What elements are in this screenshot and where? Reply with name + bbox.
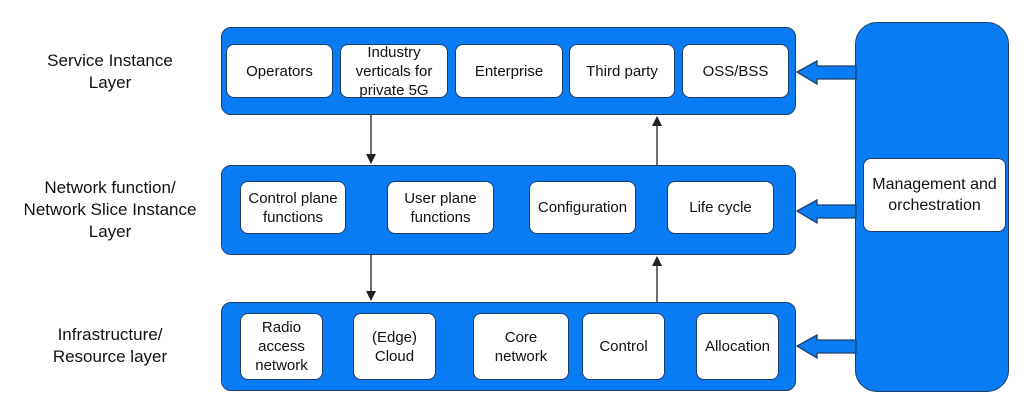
item-third-party: Third party [569, 44, 675, 98]
item-oss-bss: OSS/BSS [682, 44, 789, 98]
item-user-plane-functions: User plane functions [387, 181, 494, 234]
item-core-network: Core network [473, 313, 569, 380]
item-configuration: Configuration [529, 181, 636, 234]
layer-label-infrastructure: Infrastructure/ Resource layer [52, 325, 168, 366]
item-radio-access-network: Radio access network [240, 313, 323, 380]
item-edge-cloud: (Edge) Cloud [353, 313, 436, 380]
item-industry-verticals: Industry verticals for private 5G [340, 44, 448, 99]
item-control-plane-functions: Control plane functions [240, 181, 346, 234]
block-arrow-to-nf [795, 198, 857, 225]
item-control: Control [582, 313, 665, 380]
block-arrow-to-infra [795, 333, 857, 360]
layer-label-network-function: Network function/ Network Slice Instance… [23, 178, 197, 241]
management-orchestration-label: Management and orchestration [863, 158, 1006, 232]
item-operators: Operators [226, 44, 333, 98]
item-life-cycle: Life cycle [667, 181, 774, 234]
block-arrow-to-service [795, 59, 857, 86]
layer-label-service: Service Instance Layer [47, 51, 173, 92]
item-enterprise: Enterprise [455, 44, 563, 98]
item-allocation: Allocation [696, 313, 779, 380]
